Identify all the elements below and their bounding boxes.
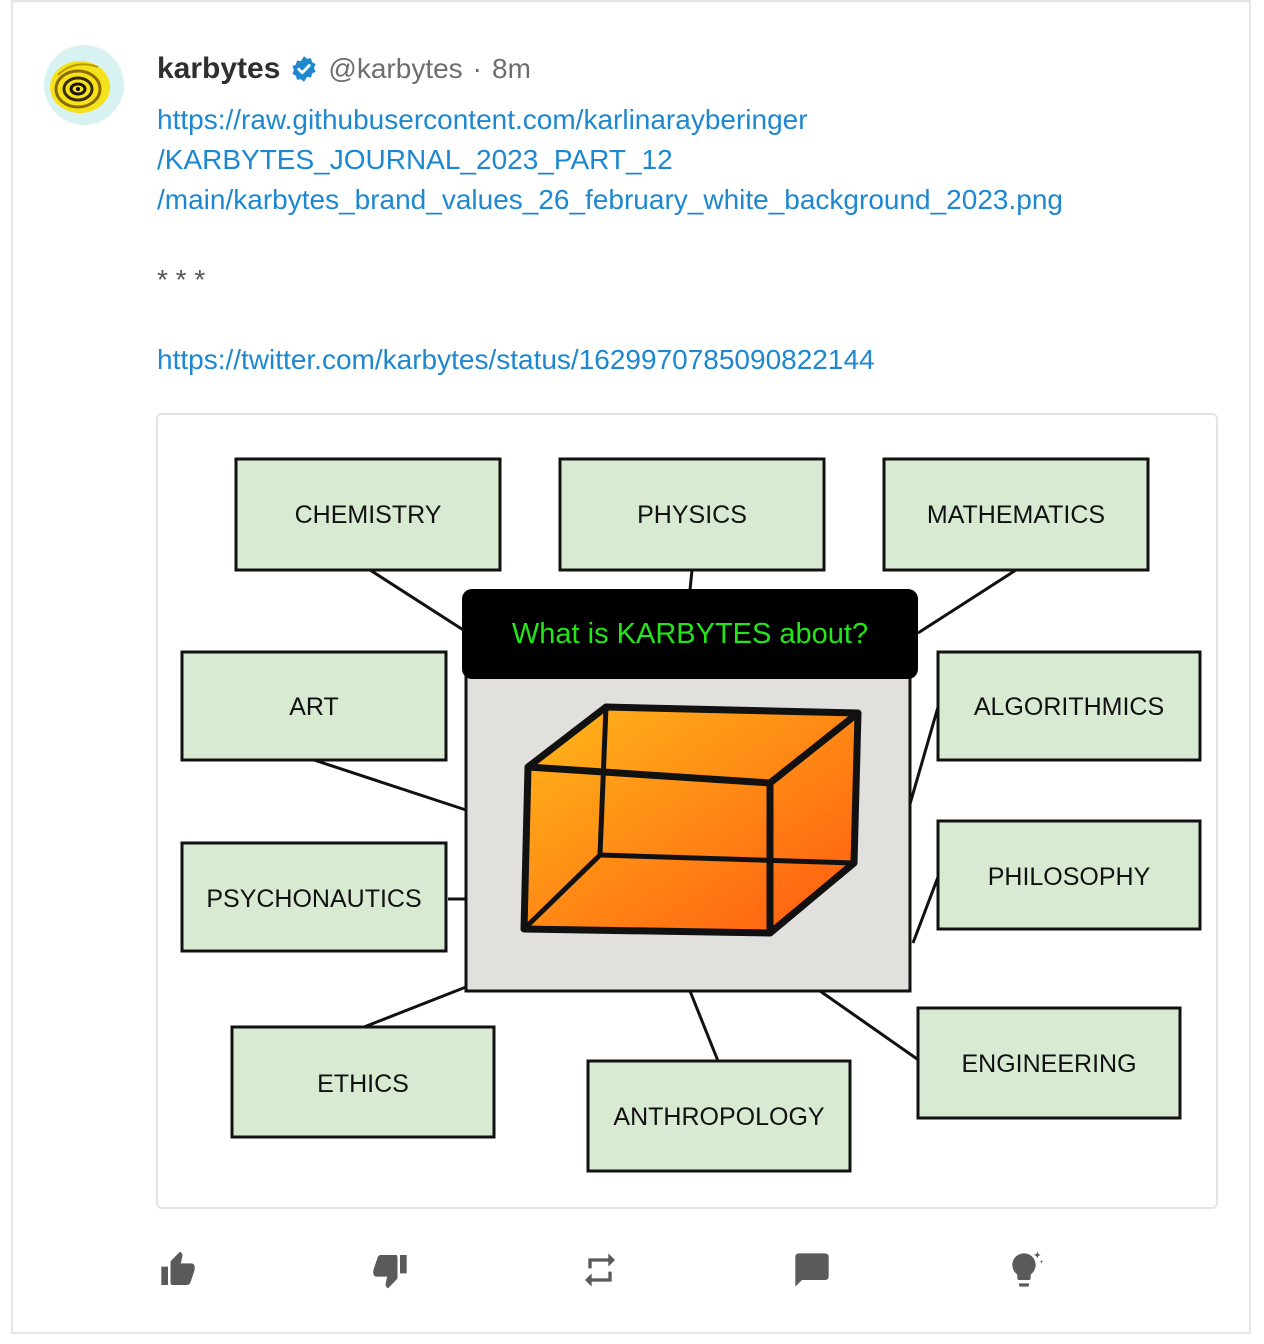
- author-handle[interactable]: @karbytes: [328, 53, 463, 84]
- label-ethics: ETHICS: [317, 1070, 409, 1098]
- image-link-line-2[interactable]: /KARBYTES_JOURNAL_2023_PART_12: [157, 144, 673, 175]
- repost-button[interactable]: [578, 1248, 622, 1292]
- label-philosophy: PHILOSOPHY: [988, 863, 1151, 891]
- post-body: https://raw.githubusercontent.com/karlin…: [157, 100, 1217, 380]
- author-display-name[interactable]: karbytes: [157, 52, 281, 85]
- box-physics: [558, 457, 826, 572]
- stars-divider: * * *: [157, 264, 206, 295]
- repost-icon: [585, 1253, 615, 1287]
- box-philosophy: [936, 819, 1202, 931]
- post-card: [11, 0, 1251, 1334]
- box-algorithmics: [936, 650, 1202, 762]
- label-psychonautics: PSYCHONAUTICS: [206, 885, 421, 913]
- box-engineering: [916, 1006, 1182, 1120]
- image-link-line-1[interactable]: https://raw.githubusercontent.com/karlin…: [157, 104, 808, 135]
- twitter-status-link[interactable]: https://twitter.com/karbytes/status/1629…: [157, 344, 875, 375]
- box-art: [180, 650, 448, 762]
- thumbs-down-icon: [373, 1255, 407, 1289]
- label-engineering: ENGINEERING: [961, 1050, 1136, 1078]
- label-algorithmics: ALGORITHMICS: [974, 693, 1164, 721]
- box-ethics: [230, 1025, 496, 1139]
- box-psychonautics: [180, 841, 448, 953]
- lightbulb-icon: [1012, 1251, 1044, 1287]
- label-physics: PHYSICS: [637, 501, 747, 529]
- spiral-avatar-icon: [44, 45, 124, 125]
- verified-badge-icon: [292, 56, 316, 82]
- karbytes-mind-map-diagram: What is KARBYTES about? CHEMISTRY PHYSIC…: [180, 457, 1202, 1173]
- label-mathematics: MATHEMATICS: [927, 501, 1105, 529]
- image-link-line-3[interactable]: /main/karbytes_brand_values_26_february_…: [157, 184, 1063, 215]
- insight-button[interactable]: [1002, 1248, 1046, 1292]
- thumbs-up-icon: [161, 1251, 195, 1285]
- orange-cube-drawing: [520, 703, 862, 937]
- separator-dot: ·: [472, 53, 482, 84]
- label-chemistry: CHEMISTRY: [295, 501, 442, 529]
- post-media-image[interactable]: What is KARBYTES about? CHEMISTRY PHYSIC…: [156, 413, 1218, 1209]
- center-caption: What is KARBYTES about?: [512, 618, 868, 650]
- author-row: karbytes @karbytes · 8m: [157, 48, 531, 90]
- box-anthropology: [586, 1059, 852, 1173]
- like-button[interactable]: [156, 1248, 200, 1292]
- caption-background: [462, 589, 918, 679]
- connector-lines: [313, 568, 1017, 1063]
- label-anthropology: ANTHROPOLOGY: [613, 1103, 824, 1131]
- label-art: ART: [289, 693, 339, 721]
- reply-button[interactable]: [790, 1248, 834, 1292]
- dislike-button[interactable]: [368, 1248, 412, 1292]
- box-mathematics: [882, 457, 1150, 572]
- box-chemistry: [234, 457, 502, 572]
- comment-icon: [795, 1253, 829, 1287]
- center-image: [464, 671, 912, 993]
- post-timestamp[interactable]: 8m: [492, 53, 531, 84]
- author-avatar[interactable]: [44, 45, 124, 125]
- post-actions-bar: [156, 1248, 1056, 1292]
